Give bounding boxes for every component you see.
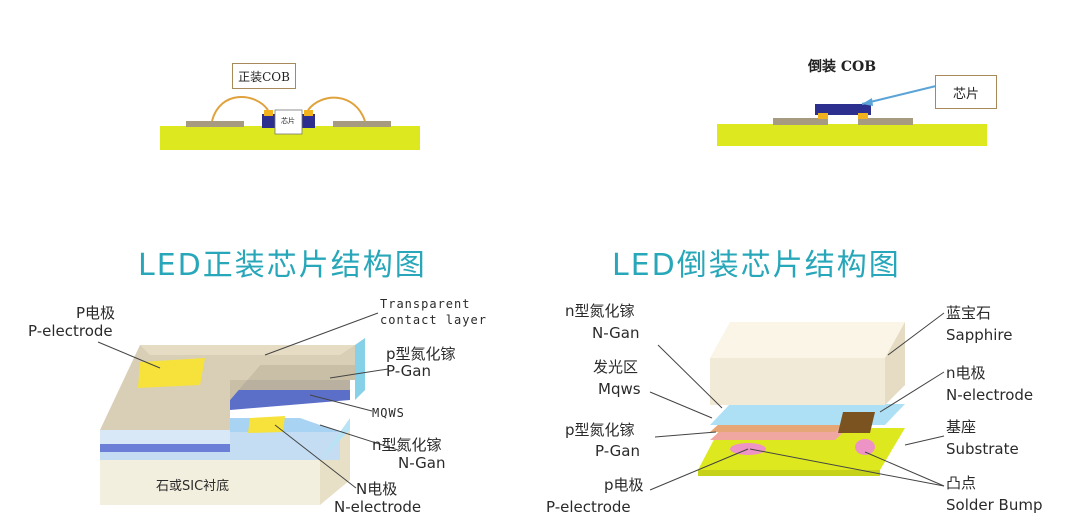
flip-pad-right bbox=[858, 118, 913, 125]
bond-wire-right bbox=[307, 96, 366, 122]
label-r-bump-en: Solder Bump bbox=[946, 496, 1043, 514]
flip-board bbox=[717, 124, 987, 146]
label-r-n-gan-cn: n型氮化镓 bbox=[565, 302, 635, 320]
label-p-electrode-en: P-electrode bbox=[28, 322, 113, 340]
flip-chip-arrow bbox=[861, 85, 937, 105]
label-p-gan-en: P-Gan bbox=[386, 362, 431, 380]
label-r-substrate-en: Substrate bbox=[946, 440, 1019, 458]
label-n-gan-cn: n型氮化镓 bbox=[372, 436, 442, 454]
faceup-structure bbox=[97, 312, 399, 505]
label-r-p-electrode-cn: p电极 bbox=[604, 476, 644, 494]
faceup-chip-body bbox=[274, 109, 303, 135]
label-mqws: MQWS bbox=[372, 406, 405, 420]
flip-chip bbox=[815, 104, 871, 115]
label-r-n-electrode-en: N-electrode bbox=[946, 386, 1034, 404]
flip-cob-title: 倒装 COB bbox=[808, 59, 877, 75]
faceup-cob-illustration bbox=[160, 96, 420, 150]
faceup-chip-pad-r bbox=[304, 110, 313, 116]
label-r-n-gan-en: N-Gan bbox=[592, 324, 640, 342]
label-substrate: 石或SIC衬底 bbox=[156, 479, 230, 494]
flip-bump-l bbox=[818, 113, 828, 119]
label-r-substrate-cn: 基座 bbox=[946, 418, 977, 436]
flip-structure bbox=[649, 312, 945, 491]
bond-wire-left bbox=[211, 96, 269, 122]
label-n-electrode-cn: N电极 bbox=[356, 480, 398, 498]
faceup-cob-label: 正装COB bbox=[232, 63, 296, 89]
label-transparent-2: contact layer bbox=[380, 313, 487, 327]
label-r-n-electrode-cn: n电极 bbox=[946, 364, 986, 382]
n-electrode-pad bbox=[248, 416, 285, 433]
label-n-electrode-en: N-electrode bbox=[334, 498, 422, 516]
label-p-electrode-cn: P电极 bbox=[76, 304, 116, 322]
flip-cob-illustration bbox=[717, 85, 987, 146]
n-electrode-block bbox=[838, 412, 875, 433]
flip-bump-r bbox=[858, 113, 868, 119]
flip-chip-label: 芯片 bbox=[935, 75, 997, 109]
label-r-p-electrode-en: P-electrode bbox=[546, 498, 631, 516]
flip-structure-title: LED倒装芯片结构图 bbox=[612, 248, 901, 283]
label-p-gan-cn: p型氮化镓 bbox=[386, 345, 456, 363]
label-n-gan-en: N-Gan bbox=[398, 454, 446, 472]
flip-pad-left bbox=[773, 118, 828, 125]
label-transparent-1: Transparent bbox=[380, 297, 471, 311]
faceup-chip-label: 芯片 bbox=[281, 117, 295, 125]
bump-2 bbox=[855, 439, 875, 455]
label-r-p-gan-en: P-Gan bbox=[595, 442, 640, 460]
label-r-mqws-cn: 发光区 bbox=[593, 358, 639, 376]
label-r-bump-cn: 凸点 bbox=[946, 474, 977, 492]
faceup-chip-pad-l bbox=[264, 110, 273, 116]
label-r-sapphire-cn: 蓝宝石 bbox=[946, 304, 992, 322]
label-r-p-gan-cn: p型氮化镓 bbox=[565, 421, 635, 439]
label-r-mqws-en: Mqws bbox=[598, 380, 641, 398]
label-r-sapphire-en: Sapphire bbox=[946, 326, 1013, 344]
faceup-pad-right bbox=[333, 121, 391, 127]
faceup-pad-left bbox=[186, 121, 244, 127]
faceup-structure-title: LED正装芯片结构图 bbox=[138, 248, 427, 283]
